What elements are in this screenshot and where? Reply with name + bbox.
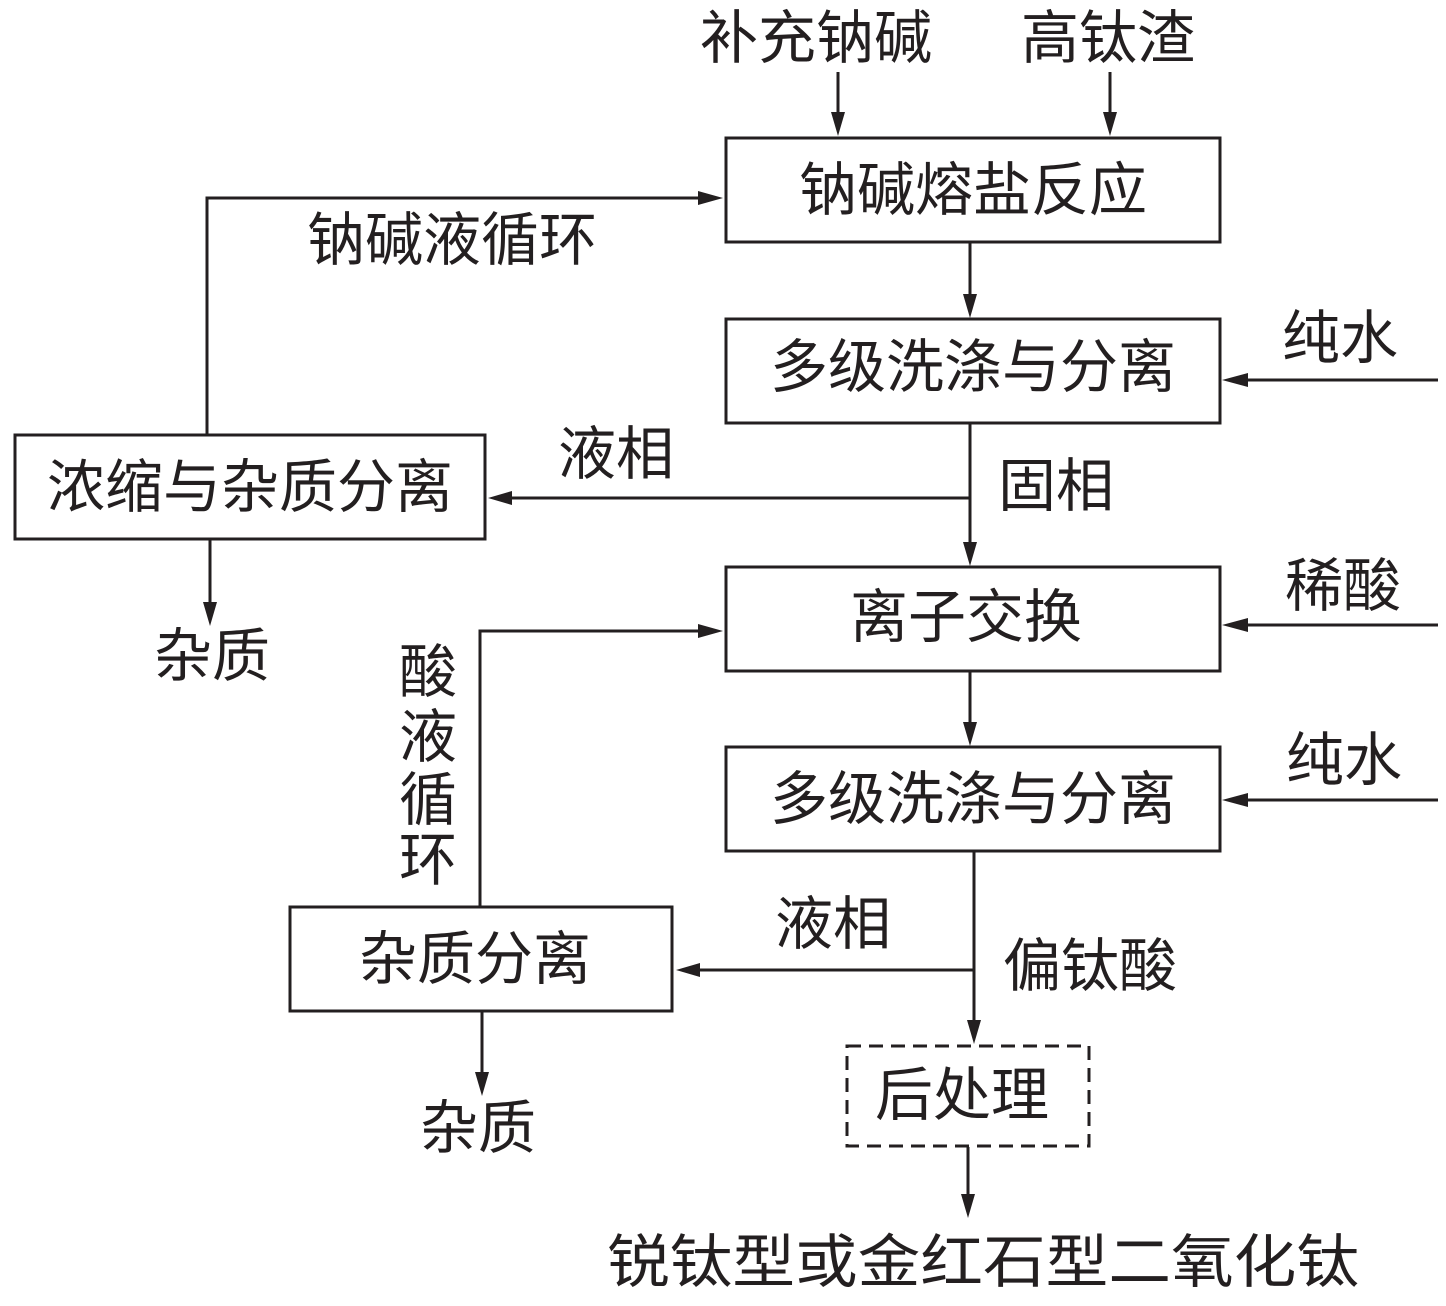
arrowhead-down [967, 1020, 981, 1044]
process-box-reaction: 钠碱熔盐反应 [724, 136, 1222, 244]
label-solid-phase: 固相 [998, 452, 1114, 520]
arrowhead-down [963, 294, 977, 318]
label-acid-recycle: 酸 液 循 环 [399, 638, 457, 894]
arrowhead-down [831, 112, 845, 136]
arrowhead-down [203, 602, 217, 626]
box-label: 杂质分离 [359, 925, 591, 993]
box-frame [724, 745, 1222, 853]
input-dilute-acid: 稀酸 [1285, 552, 1401, 620]
box-label: 钠碱熔盐反应 [799, 156, 1147, 224]
input-high-ti-slag: 高钛渣 [1021, 4, 1195, 72]
label-impurity-2: 杂质 [420, 1094, 536, 1162]
label-impurity-1: 杂质 [154, 622, 270, 690]
arrowhead-left [1222, 373, 1248, 387]
input-soda-supplement: 补充钠碱 [700, 4, 932, 72]
label-metatitanic-acid: 偏钛酸 [1003, 932, 1177, 1000]
acid-recycle-char: 液 [399, 703, 457, 771]
arrowhead-down [1103, 112, 1117, 136]
arrowheads [203, 112, 1248, 1218]
label-product: 锐钛型或金红石型二氧化钛 [607, 1228, 1359, 1296]
box-label: 浓缩与杂质分离 [47, 453, 453, 521]
acid-recycle-char: 循 [399, 766, 457, 834]
process-box-ion-exchange: 离子交换 [724, 565, 1222, 673]
arrowhead-left [676, 963, 700, 977]
arrowhead-left [1222, 618, 1248, 632]
arrowhead-right [698, 624, 723, 638]
input-pure-water-2: 纯水 [1286, 726, 1402, 794]
label-soda-recycle: 钠碱液循环 [307, 206, 597, 274]
box-label: 多级洗涤与分离 [770, 765, 1176, 833]
box-frame [13, 433, 487, 541]
process-box-concentrate: 浓缩与杂质分离 [13, 433, 487, 541]
box-frame [288, 905, 674, 1013]
arrowhead-down [475, 1072, 489, 1096]
arrowhead-down [963, 542, 977, 566]
connectors [205, 72, 1438, 1198]
box-frame [724, 317, 1222, 425]
acid-recycle-char: 酸 [399, 638, 457, 706]
arrow-acid-recycle [478, 629, 702, 906]
arrowhead-left [1222, 793, 1248, 807]
arrow-soda-recycle [205, 196, 702, 434]
process-box-post-treatment: 后处理 [845, 1044, 1091, 1148]
arrowhead-down [961, 1194, 975, 1218]
arrowhead-down [963, 722, 977, 746]
arrowhead-right [698, 191, 723, 205]
label-liquid-phase-2: 液相 [775, 890, 891, 958]
box-frame [724, 565, 1222, 673]
box-label: 离子交换 [850, 583, 1082, 651]
arrowhead-left [488, 491, 512, 505]
box-frame [724, 136, 1222, 244]
box-label: 多级洗涤与分离 [770, 333, 1176, 401]
input-pure-water-1: 纯水 [1282, 304, 1398, 372]
process-box-wash-1: 多级洗涤与分离 [724, 317, 1222, 425]
label-liquid-phase-1: 液相 [558, 420, 674, 488]
process-box-impurity-separation: 杂质分离 [288, 905, 674, 1013]
process-box-wash-2: 多级洗涤与分离 [724, 745, 1222, 853]
box-label: 后处理 [875, 1061, 1049, 1129]
acid-recycle-char: 环 [399, 826, 457, 894]
box-frame [845, 1044, 1091, 1148]
